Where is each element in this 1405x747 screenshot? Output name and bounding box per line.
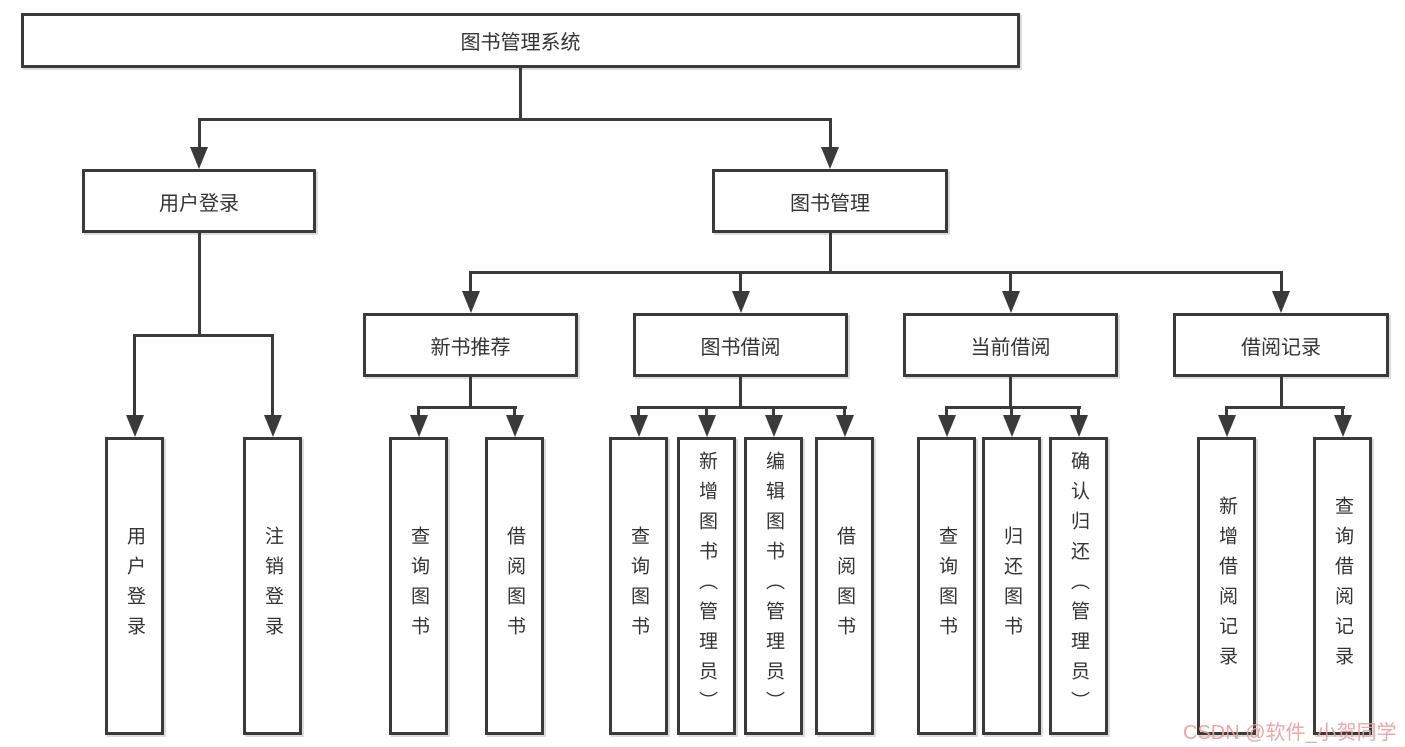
arrowhead-to-add-book-admin: [698, 415, 716, 437]
leaf-query-borrow-record-label: 查询借阅记录: [1332, 496, 1353, 676]
leaf-query-book-current-label: 查询图书: [936, 526, 957, 646]
arrowhead-to-leaf-logout: [264, 415, 282, 437]
edge-current-leaf3: [1077, 406, 1080, 418]
node-book-management: 图书管理: [712, 169, 948, 233]
edge-borrow-leaf3: [772, 406, 775, 418]
node-root-label: 图书管理系统: [460, 32, 581, 54]
node-new-book-recommend-label: 新书推荐: [430, 336, 511, 359]
leaf-confirm-return-admin: 确认归还（管理员）: [1049, 437, 1108, 735]
leaf-query-book-borrow: 查询图书: [609, 437, 668, 735]
leaf-query-book-current: 查询图书: [917, 437, 976, 735]
node-book-management-label: 图书管理: [790, 192, 870, 215]
leaf-add-book-admin: 新增图书（管理员）: [677, 437, 736, 735]
edge-mgmt-to-record: [1280, 271, 1283, 295]
edge-recommend-leaf1: [417, 406, 420, 418]
arrowhead-to-return-book: [1003, 415, 1021, 437]
arrowhead-to-confirm-return-admin: [1070, 415, 1088, 437]
edge-root-to-mgmt: [829, 118, 832, 150]
arrowhead-to-current-borrow: [1002, 291, 1020, 313]
leaf-edit-book-admin-label: 编辑图书（管理员）: [763, 451, 784, 721]
arrowhead-to-new-book-recommend: [462, 291, 480, 313]
arrowhead-to-borrow-book-recommend: [506, 415, 524, 437]
edge-current-leaf1: [945, 406, 948, 418]
leaf-add-borrow-record: 新增借阅记录: [1197, 437, 1256, 735]
edge-current-stem: [1009, 375, 1012, 408]
leaf-query-book-borrow-label: 查询图书: [628, 526, 649, 646]
edge-login-to-leaf1: [133, 334, 136, 418]
edge-mgmt-to-current: [1009, 271, 1012, 295]
arrowhead-to-add-borrow-record: [1218, 415, 1236, 437]
edge-current-bar: [945, 406, 1081, 409]
node-root: 图书管理系统: [21, 13, 1020, 68]
arrowhead-to-query-book-recommend: [410, 415, 428, 437]
edge-borrow-bar: [637, 406, 847, 409]
edge-record-leaf2: [1341, 406, 1344, 418]
edge-mgmt-stem: [829, 231, 832, 273]
arrowhead-to-borrow-book: [836, 415, 854, 437]
edge-borrow-stem: [739, 375, 742, 408]
node-current-borrow: 当前借阅: [903, 313, 1118, 377]
leaf-borrow-book: 借阅图书: [815, 437, 874, 735]
arrowhead-to-query-borrow-record: [1334, 415, 1352, 437]
edge-record-bar: [1225, 406, 1345, 409]
node-user-login-label: 用户登录: [159, 192, 239, 215]
edge-borrow-leaf4: [843, 406, 846, 418]
node-book-borrow-label: 图书借阅: [700, 336, 781, 359]
edge-record-stem: [1280, 375, 1283, 408]
arrowhead-to-book-borrow: [732, 291, 750, 313]
arrowhead-to-book-management: [821, 147, 839, 169]
edge-borrow-leaf2: [705, 406, 708, 418]
node-borrow-record: 借阅记录: [1173, 313, 1389, 377]
node-user-login: 用户登录: [82, 169, 316, 233]
leaf-user-login: 用户登录: [105, 437, 164, 735]
node-new-book-recommend: 新书推荐: [363, 313, 578, 377]
arrowhead-to-borrow-record: [1272, 291, 1290, 313]
csdn-watermark: CSDN @软件_小贺同学: [1183, 722, 1397, 744]
edge-borrow-leaf1: [637, 406, 640, 418]
edge-root-stem: [519, 66, 522, 120]
edge-recommend-bar: [417, 406, 517, 409]
edge-root-bar: [198, 118, 832, 121]
edge-mgmt-to-borrow: [739, 271, 742, 295]
leaf-borrow-book-recommend-label: 借阅图书: [504, 526, 525, 646]
edge-root-to-login: [198, 118, 201, 150]
edge-mgmt-to-recommend: [469, 271, 472, 295]
leaf-add-book-admin-label: 新增图书（管理员）: [696, 451, 717, 721]
edge-recommend-leaf2: [513, 406, 516, 418]
edge-login-bar: [133, 334, 274, 337]
leaf-add-borrow-record-label: 新增借阅记录: [1216, 496, 1237, 676]
arrowhead-to-edit-book-admin: [765, 415, 783, 437]
leaf-confirm-return-admin-label: 确认归还（管理员）: [1068, 451, 1089, 721]
node-borrow-record-label: 借阅记录: [1241, 336, 1321, 359]
leaf-logout-label: 注销登录: [262, 526, 283, 646]
leaf-query-borrow-record: 查询借阅记录: [1313, 437, 1372, 735]
leaf-query-book-recommend-label: 查询图书: [408, 526, 429, 646]
node-book-borrow: 图书借阅: [633, 313, 848, 377]
arrowhead-to-query-book-borrow: [630, 415, 648, 437]
arrowhead-to-user-login: [190, 147, 208, 169]
edge-login-to-leaf2: [271, 334, 274, 418]
edge-recommend-stem: [469, 375, 472, 408]
edge-current-leaf2: [1010, 406, 1013, 418]
leaf-logout: 注销登录: [243, 437, 302, 735]
leaf-user-login-label: 用户登录: [124, 526, 145, 646]
leaf-edit-book-admin: 编辑图书（管理员）: [744, 437, 803, 735]
edge-login-stem: [198, 231, 201, 337]
leaf-return-book-label: 归还图书: [1001, 526, 1022, 646]
leaf-return-book: 归还图书: [982, 437, 1041, 735]
edge-mgmt-bar: [469, 271, 1283, 274]
leaf-query-book-recommend: 查询图书: [389, 437, 448, 735]
leaf-borrow-book-label: 借阅图书: [834, 526, 855, 646]
node-current-borrow-label: 当前借阅: [970, 336, 1051, 359]
arrowhead-to-query-book-current: [938, 415, 956, 437]
leaf-borrow-book-recommend: 借阅图书: [485, 437, 544, 735]
edge-record-leaf1: [1225, 406, 1228, 418]
arrowhead-to-leaf-user-login: [126, 415, 144, 437]
